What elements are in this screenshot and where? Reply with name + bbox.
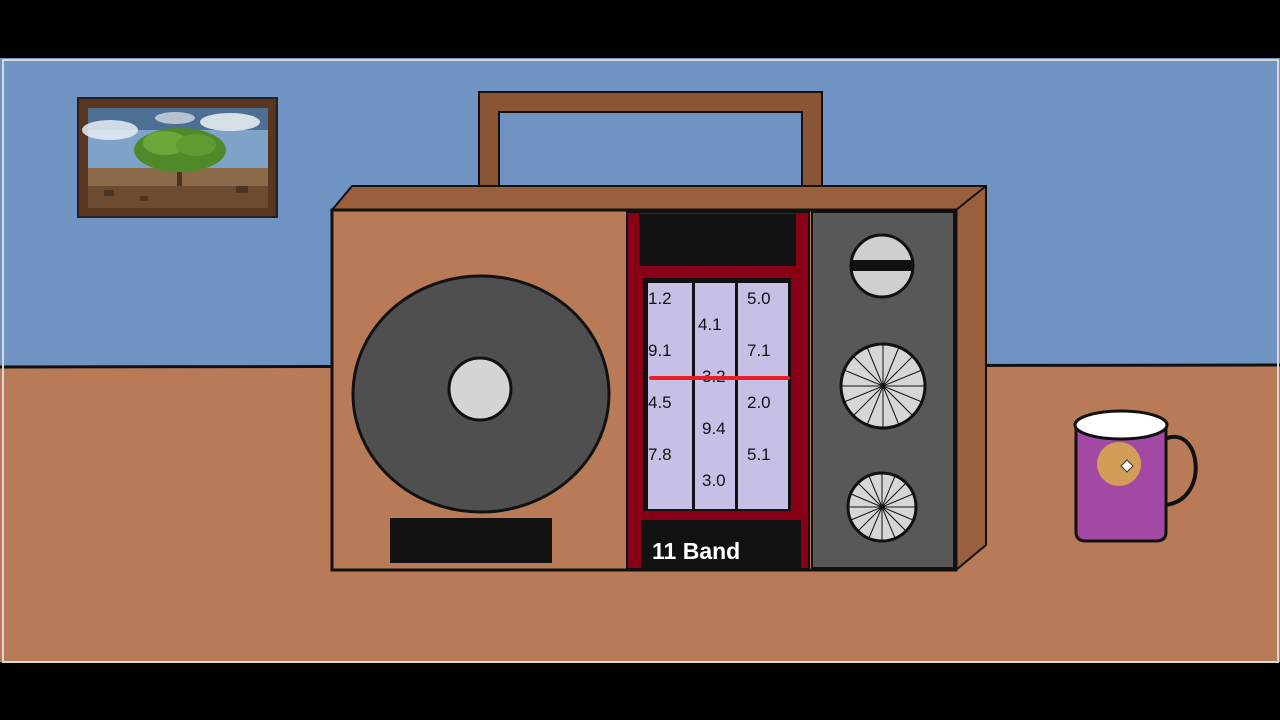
dial-value: 7.8	[648, 445, 672, 464]
dial-value: 7.1	[747, 341, 771, 360]
bottom-letterbox	[0, 662, 1280, 720]
band-label: 11 Band	[652, 538, 741, 564]
radio-handle[interactable]	[478, 91, 823, 203]
volume-knob[interactable]	[846, 471, 918, 543]
tuning-dial[interactable]	[626, 211, 810, 570]
scene-border	[2, 59, 1279, 663]
tuning-needle[interactable]	[649, 376, 790, 380]
dial-value: 5.0	[747, 289, 771, 308]
framed-picture	[77, 97, 278, 218]
mouse-cursor	[1097, 442, 1141, 486]
dial-value: 4.5	[648, 393, 672, 412]
dial-value: 2.0	[747, 393, 771, 412]
dial-column-3	[738, 283, 788, 509]
tuning-knob[interactable]	[839, 342, 927, 430]
brand-plate	[390, 518, 552, 563]
dial-value: 3.0	[702, 471, 726, 490]
dial-value: 9.1	[648, 341, 672, 360]
selector-knob[interactable]	[849, 233, 915, 299]
band-plate	[641, 520, 801, 569]
dial-column-2	[695, 283, 735, 509]
dial-value: 1.2	[648, 289, 672, 308]
dial-value: 4.1	[698, 315, 722, 334]
dial-value: 5.1	[747, 445, 771, 464]
dial-column-1	[648, 283, 692, 509]
dial-value: 9.4	[702, 419, 726, 438]
top-letterbox	[0, 0, 1280, 58]
speaker	[351, 274, 611, 514]
